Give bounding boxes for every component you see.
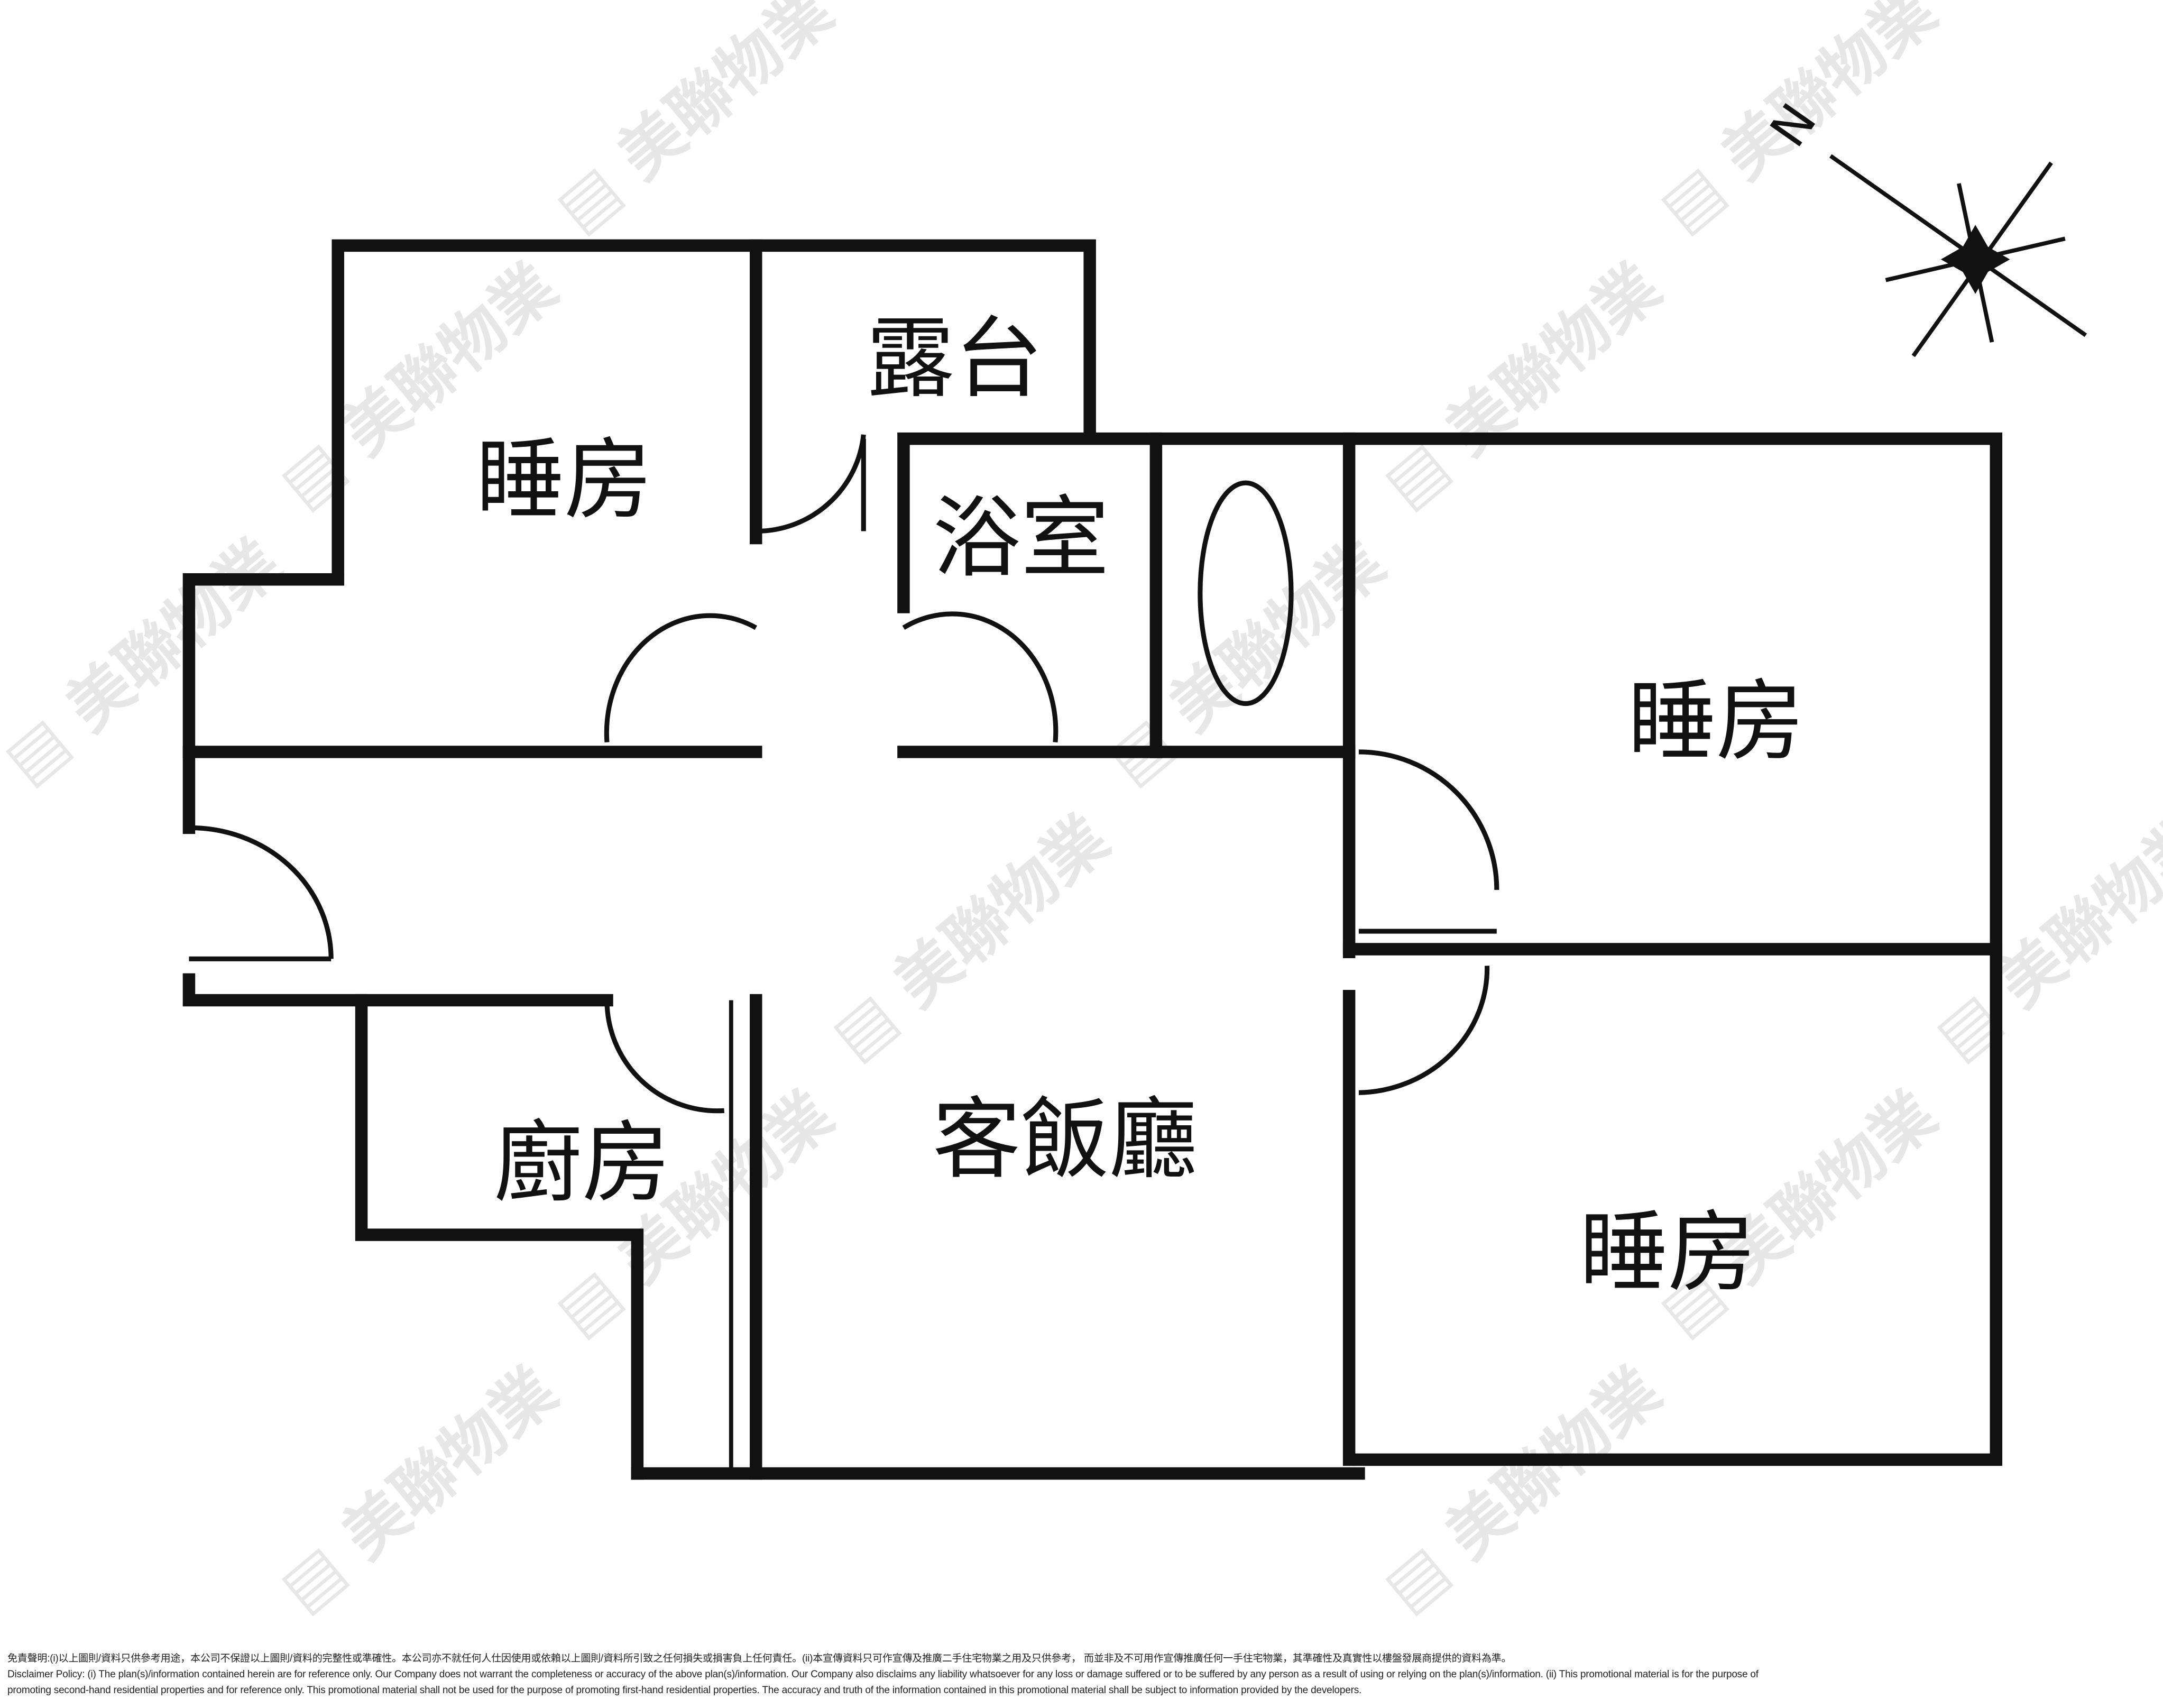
room-label-living-dining: 客飯廳 [933, 1088, 1198, 1191]
watermark: ▤ 美聯物業 [818, 802, 1122, 1074]
doors [189, 434, 1499, 1114]
watermark: ▤ 美聯物業 [1921, 802, 2163, 1074]
disclaimer-en-2: promoting second-hand residential proper… [7, 1685, 1362, 1696]
watermark: ▤ 美聯物業 [1370, 1354, 1674, 1626]
watermark: ▤ 美聯物業 [266, 1354, 570, 1626]
room-label-kitchen: 廚房 [494, 1112, 670, 1215]
bathtub [1198, 480, 1294, 706]
disclaimer-en-1: Disclaimer Policy: (i) The plan(s)/infor… [7, 1669, 1759, 1680]
watermark: ▤ 美聯物業 [1370, 250, 1674, 522]
walls [182, 239, 2003, 1480]
disclaimer-zh: 免責聲明:(i)以上圖則/資料只供參考用途，本公司不保證以上圖則/資料的完整性或… [7, 1653, 1512, 1664]
room-label-bedroom: 睡房 [476, 429, 652, 531]
room-label-bedroom: 睡房 [1579, 1201, 1756, 1304]
watermark: ▤ 美聯物業 [542, 0, 846, 246]
room-label-balcony: 露台 [866, 308, 1043, 410]
north-arrow-icon: N [1760, 94, 2087, 357]
room-label-bedroom: 睡房 [1628, 671, 1805, 773]
room-label-bathroom: 浴室 [933, 487, 1109, 590]
